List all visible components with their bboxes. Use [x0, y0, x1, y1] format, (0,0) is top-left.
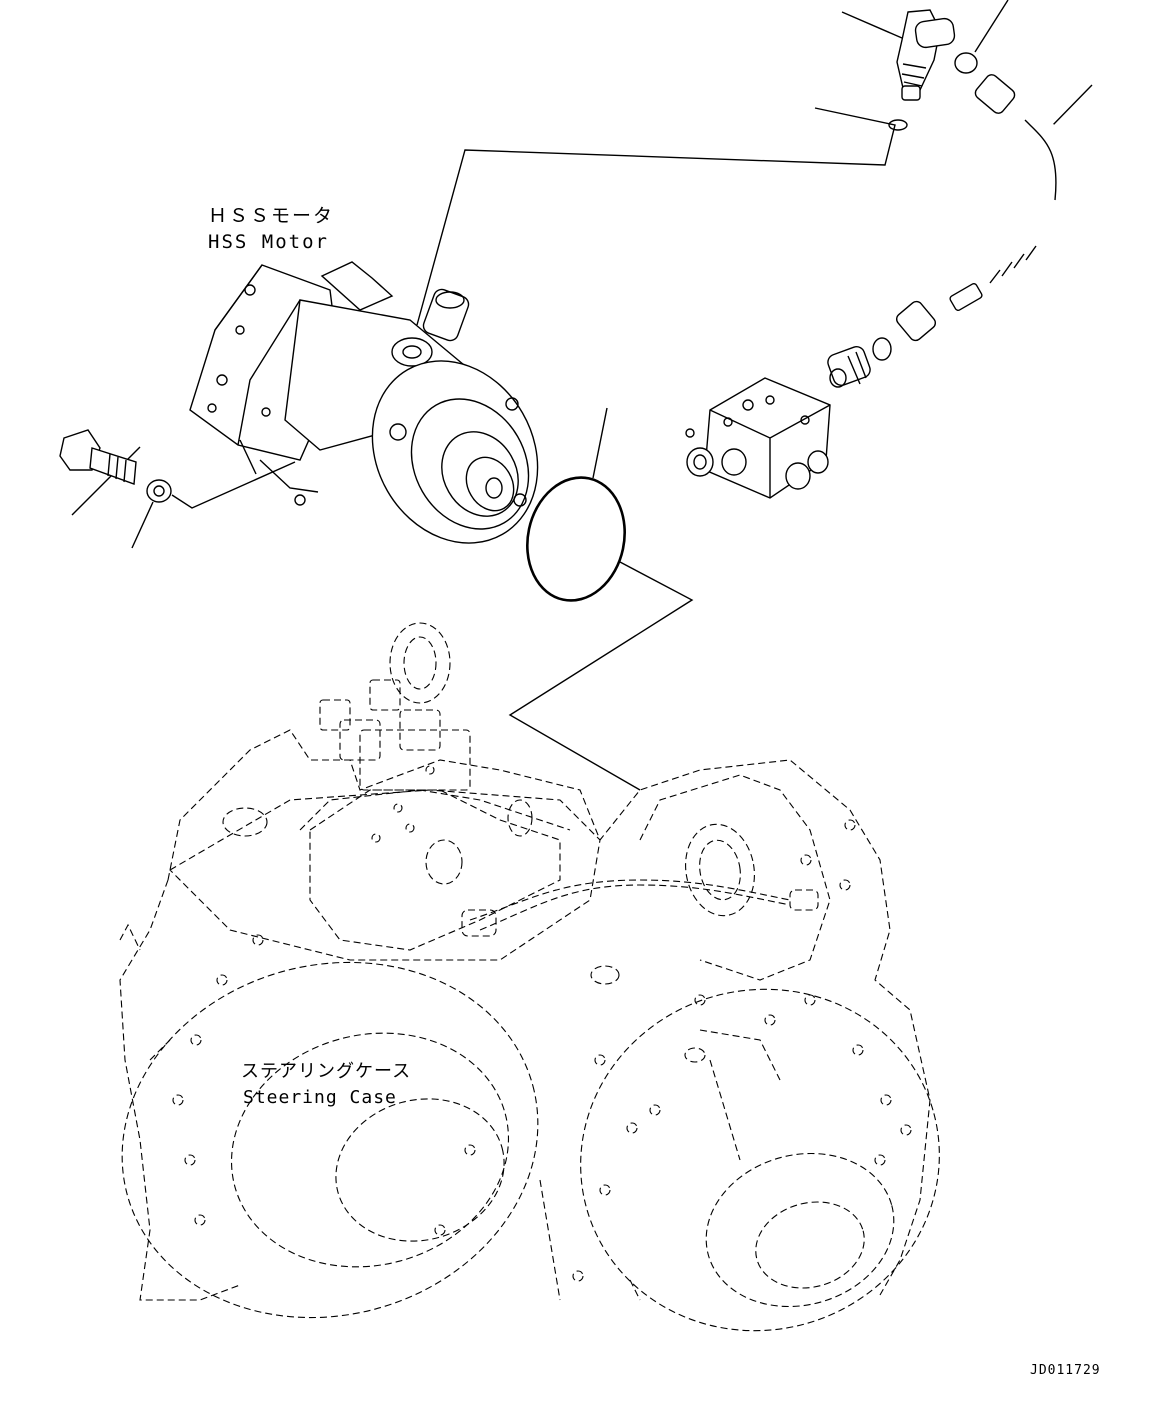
figure-code: JD011729: [1030, 1363, 1101, 1378]
elbow-fitting: [896, 9, 956, 101]
adapter-fitting: [827, 346, 871, 388]
hss-motor: [189, 261, 539, 544]
flange-bolt-holes: [172, 819, 912, 1282]
plug-cap: [954, 52, 978, 74]
small-o-ring: [888, 119, 908, 131]
mounting-bolt: [59, 429, 137, 485]
leader-lines: [71, 0, 1093, 791]
valve-block: [685, 377, 831, 499]
steering-case: [119, 622, 940, 1332]
hss-motor-label-ja: ＨＳＳモータ: [208, 205, 335, 227]
hose-o-ring: [872, 337, 892, 361]
steering-case-label-ja: ステアリングケース: [241, 1061, 412, 1082]
hydraulic-hose: [895, 74, 1080, 342]
steering-case-label-en: Steering Case: [243, 1087, 397, 1108]
hss-motor-label-en: HSS Motor: [208, 231, 329, 253]
case-valve-stack: [309, 622, 819, 951]
large-o-ring: [526, 476, 626, 602]
washer: [146, 479, 172, 503]
